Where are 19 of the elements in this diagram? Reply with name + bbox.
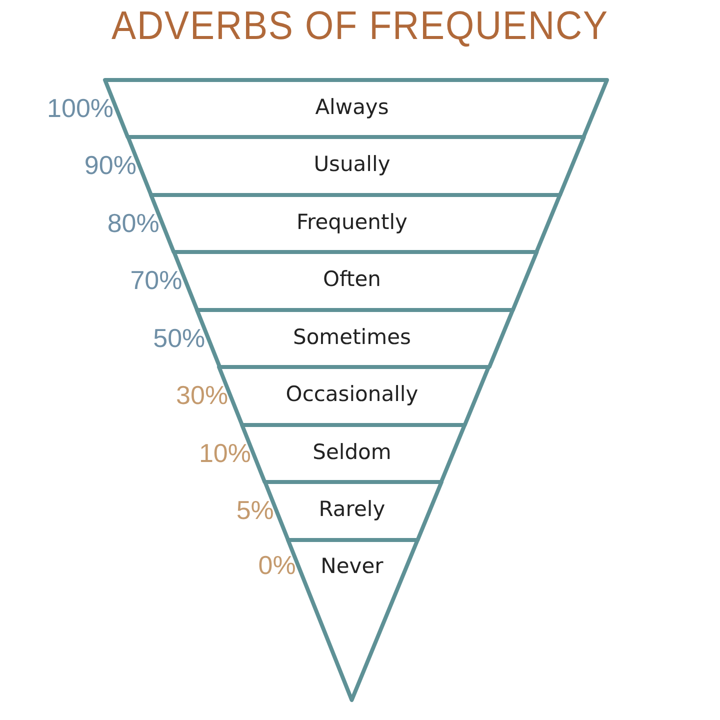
percent-label: 0% <box>258 550 296 581</box>
percent-label: 30% <box>176 380 228 411</box>
adverb-label: Often <box>322 267 381 291</box>
title: ADVERBS OF FREQUENCY <box>110 4 610 49</box>
adverb-label: Frequently <box>296 210 408 234</box>
percent-label: 70% <box>130 265 182 296</box>
adverb-label: Rarely <box>318 497 386 521</box>
adverb-label: Usually <box>314 152 390 176</box>
adverb-label: Always <box>315 94 389 118</box>
percent-label: 10% <box>198 438 251 468</box>
adverb-label: Sometimes <box>293 324 411 348</box>
percent-label: 80% <box>107 208 160 238</box>
adverb-label: Seldom <box>312 440 392 464</box>
percent-label: 100% <box>47 92 114 124</box>
percent-label: 5% <box>236 495 274 526</box>
percent-label: 90% <box>84 150 136 181</box>
adverb-label: Occasionally <box>286 382 418 406</box>
adverb-label: Never <box>320 554 384 578</box>
percent-label: 50% <box>153 322 206 354</box>
